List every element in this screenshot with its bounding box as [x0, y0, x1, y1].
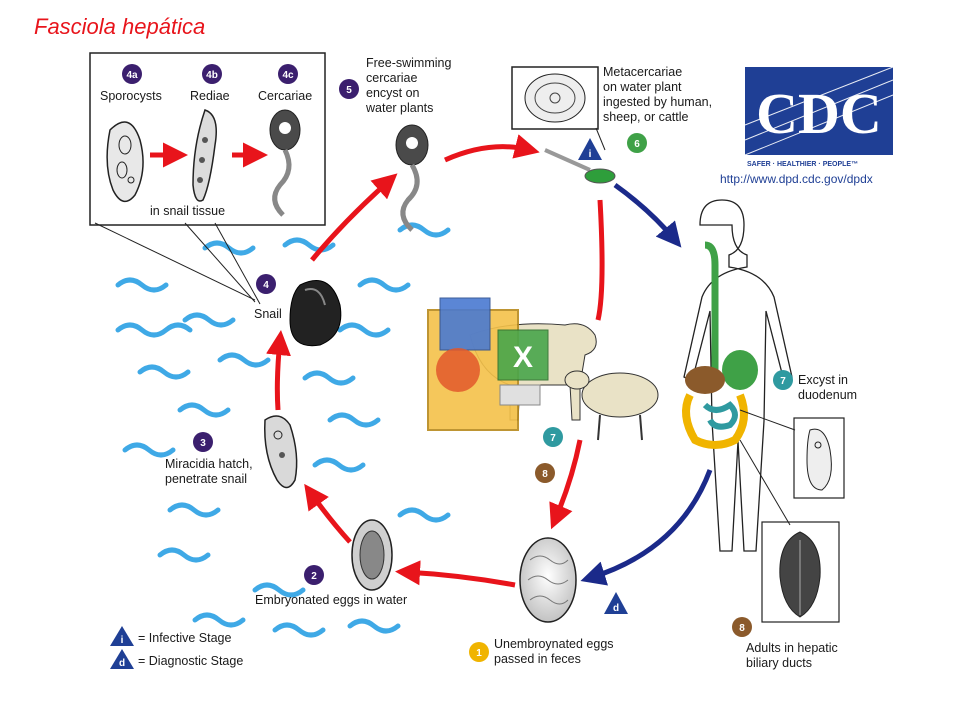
- unembryonated-egg-illustration: [519, 537, 577, 623]
- cdc-tagline: SAFER · HEALTHIER · PEOPLE™: [747, 161, 858, 168]
- svg-text:5: 5: [346, 85, 352, 96]
- redia-illustration: [192, 109, 217, 202]
- adult-fluke-box: [761, 521, 840, 623]
- stage-7-animal-badge: 7: [543, 427, 563, 447]
- human-figure: [682, 199, 793, 552]
- diagnostic-marker-1: d: [604, 592, 628, 614]
- stage-7-label: Excyst in duodenum: [798, 373, 857, 402]
- svg-text:8: 8: [739, 623, 745, 634]
- miracidium-illustration: [264, 415, 298, 489]
- stage-1-badge: 1: [469, 642, 489, 662]
- legend-diagnostic-marker: d: [110, 649, 134, 669]
- sheep-illustration: [564, 370, 659, 441]
- cdc-url: http://www.dpd.cdc.gov/dpdx: [720, 172, 873, 186]
- svg-text:CDC: CDC: [756, 81, 882, 146]
- snail-tissue-box: 4a Sporocysts 4b Rediae 4c Cercariae: [89, 52, 326, 305]
- svg-text:d: d: [119, 658, 125, 669]
- stage-6-label: Metacercariae on water plant ingested by…: [603, 65, 716, 124]
- infective-marker-6: i: [578, 138, 602, 160]
- spoon-illustration: [544, 148, 616, 184]
- svg-text:6: 6: [634, 139, 640, 150]
- svg-text:4a: 4a: [126, 70, 138, 81]
- embryonated-egg-illustration: [351, 519, 393, 591]
- metacercaria-box: [511, 66, 606, 151]
- lifecycle-blue-arrows: [580, 182, 713, 586]
- stage-6-badge: 6: [627, 133, 647, 153]
- svg-text:4b: 4b: [206, 70, 218, 81]
- stage-4b-label: Rediae: [190, 89, 230, 103]
- stage-4-badge: 4: [256, 274, 276, 294]
- stage-8-label: Adults in hepatic biliary ducts: [746, 641, 841, 670]
- svg-text:3: 3: [200, 438, 206, 449]
- stage-4b-badge: 4b: [202, 64, 222, 84]
- svg-text:4: 4: [263, 280, 269, 291]
- slide-title: Fasciola hepática: [34, 14, 206, 39]
- cercaria-illustration: [269, 109, 301, 217]
- stage-5-label: Free-swimming cercariae encyst on water …: [365, 56, 455, 115]
- svg-text:7: 7: [550, 433, 556, 444]
- svg-text:d: d: [613, 603, 619, 614]
- lifecycle-red-arrows: [266, 134, 605, 588]
- stage-4c-label: Cercariae: [258, 89, 312, 103]
- cdc-logo: CDC: [744, 66, 894, 156]
- stage-4c-badge: 4c: [278, 64, 298, 84]
- stage-4a-label: Sporocysts: [100, 89, 162, 103]
- svg-text:i: i: [121, 635, 124, 646]
- free-cercaria-illustration: [395, 124, 429, 232]
- stage-3-label: Miracidia hatch, penetrate snail: [165, 457, 256, 486]
- legend-infective-label: = Infective Stage: [138, 631, 232, 645]
- stage-8-animal-badge: 8: [535, 463, 555, 483]
- stage-4a-badge: 4a: [122, 64, 142, 84]
- svg-text:2: 2: [311, 571, 317, 582]
- svg-text:4c: 4c: [282, 70, 294, 81]
- legend: i = Infective Stage d = Diagnostic Stage: [110, 626, 243, 669]
- sporocyst-illustration: [106, 121, 144, 203]
- snail-tissue-caption: in snail tissue: [150, 204, 225, 218]
- stage-3-badge: 3: [193, 432, 213, 452]
- svg-text:8: 8: [542, 469, 548, 480]
- legend-diagnostic-label: = Diagnostic Stage: [138, 654, 243, 668]
- stage-8-human-badge: 8: [732, 617, 752, 637]
- stage-2-badge: 2: [304, 565, 324, 585]
- stage-7-human-badge: 7: [773, 370, 793, 390]
- svg-text:1: 1: [476, 648, 482, 659]
- legend-infective-marker: i: [110, 626, 134, 646]
- svg-text:i: i: [589, 149, 592, 160]
- svg-text:X: X: [513, 341, 533, 374]
- stage-4-label: Snail: [254, 307, 282, 321]
- stage-1-label: Unembroynated eggs passed in feces: [494, 637, 617, 666]
- excysted-larva-box: [793, 417, 845, 499]
- snail-illustration: [289, 280, 342, 347]
- stage-5-badge: 5: [339, 79, 359, 99]
- svg-text:7: 7: [780, 376, 786, 387]
- stage-2-label: Embryonated eggs in water: [255, 593, 407, 607]
- office-app-icon: X: [427, 297, 549, 431]
